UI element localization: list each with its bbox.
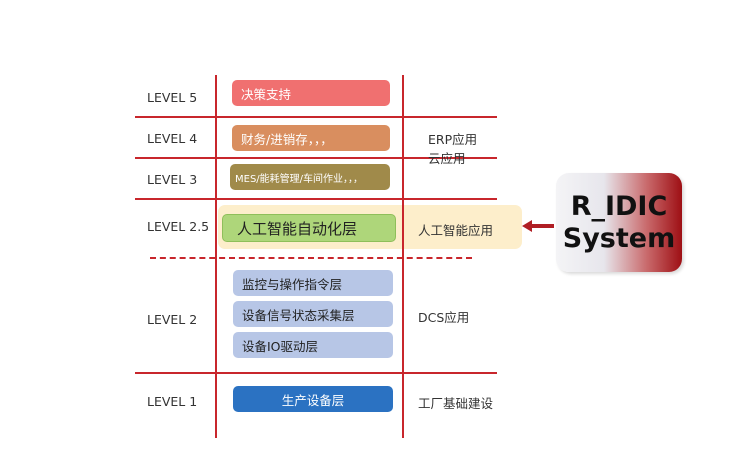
cloud-application-label: 云应用 bbox=[428, 151, 466, 166]
level-2-5-label: LEVEL 2.5 bbox=[147, 219, 210, 234]
ai-automation-layer-box: 人工智能自动化层 bbox=[222, 214, 396, 242]
device-io-driver-layer-box: 设备IO驱动层 bbox=[233, 332, 393, 358]
separator-l4-l3 bbox=[135, 157, 497, 159]
left-vertical-line bbox=[215, 75, 217, 438]
level-1-label: LEVEL 1 bbox=[147, 394, 198, 409]
separator-l25-l2-dashed bbox=[150, 257, 472, 259]
mes-energy-workshop-box: MES/能耗管理/车间作业，，， bbox=[230, 164, 390, 190]
factory-infrastructure-label: 工厂基础建设 bbox=[418, 396, 494, 411]
production-equipment-layer-box: 生产设备层 bbox=[233, 386, 393, 412]
arrow-left-icon bbox=[522, 220, 554, 232]
signal-status-collection-layer-box: 设备信号状态采集层 bbox=[233, 301, 393, 327]
monitor-command-layer-box: 监控与操作指令层 bbox=[233, 270, 393, 296]
system-name-line2: System bbox=[562, 222, 676, 254]
level-5-label: LEVEL 5 bbox=[147, 90, 198, 105]
dcs-application-label: DCS应用 bbox=[418, 310, 470, 325]
erp-application-label: ERP应用 bbox=[428, 132, 478, 147]
level-3-label: LEVEL 3 bbox=[147, 172, 198, 187]
separator-l3-l25 bbox=[135, 198, 497, 200]
separator-l2-l1 bbox=[135, 372, 497, 374]
r-idic-system-badge: R_IDIC System bbox=[556, 173, 682, 272]
level-4-label: LEVEL 4 bbox=[147, 131, 198, 146]
finance-inventory-box: 财务/进销存，，， bbox=[232, 125, 390, 151]
separator-l5-l4 bbox=[135, 116, 497, 118]
ai-application-label: 人工智能应用 bbox=[418, 223, 494, 238]
system-name-line1: R_IDIC bbox=[570, 190, 668, 222]
decision-support-box: 决策支持 bbox=[232, 80, 390, 106]
level-2-label: LEVEL 2 bbox=[147, 312, 198, 327]
right-vertical-line bbox=[402, 75, 404, 438]
